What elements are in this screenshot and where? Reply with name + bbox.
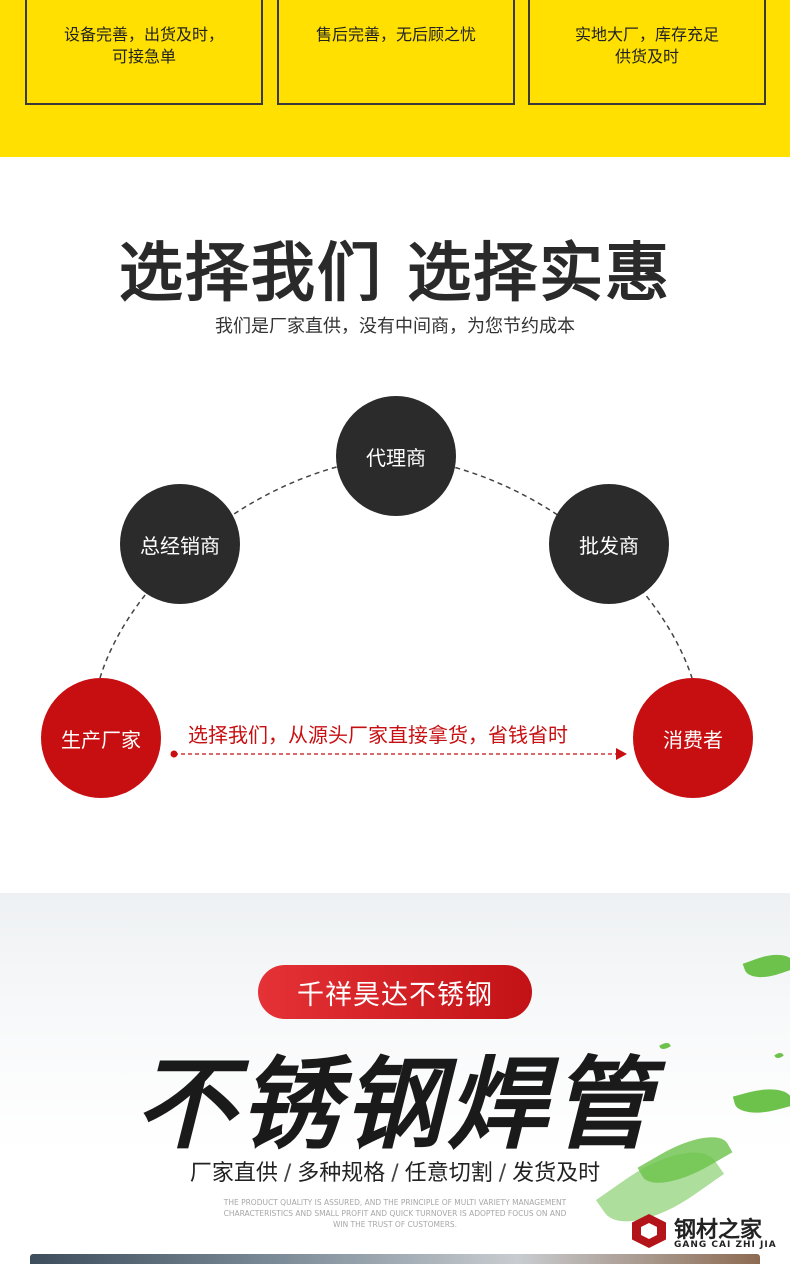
brand-name: 千祥昊达不锈钢 xyxy=(297,979,493,1011)
tagline-item: 发货及时 xyxy=(512,1161,601,1186)
cube-logo-icon xyxy=(632,1214,666,1248)
direct-supply-text: 选择我们，从源头厂家直接拿货，省钱省时 xyxy=(188,723,568,747)
leaf-decoration xyxy=(742,947,790,985)
node-label: 代理商 xyxy=(366,445,426,470)
section-title: 选择我们 选择实惠 xyxy=(118,237,672,311)
english-note-line: WIN THE TRUST OF CUSTOMERS. xyxy=(332,1220,458,1229)
feature-text-line1: 实地大厂，库存充足 xyxy=(574,25,719,44)
node-label: 消费者 xyxy=(663,727,723,752)
logo-name: 钢材之家 xyxy=(674,1218,763,1243)
node-agent: 代理商 xyxy=(336,396,456,516)
product-photo-edge xyxy=(30,1254,760,1264)
node-wholesaler: 批发商 xyxy=(549,484,669,604)
features-band: 设备完善，出货及时， 可接急单 售后完善，无后顾之忧 实地大厂，库存充足 供货及… xyxy=(0,0,790,157)
product-taglines: 厂家直供/多种规格/任意切割/发货及时 xyxy=(0,1155,790,1187)
tagline-separator: / xyxy=(498,1161,507,1186)
tagline-item: 厂家直供 xyxy=(189,1161,278,1186)
feature-card-equipment: 设备完善，出货及时， 可接急单 xyxy=(25,0,263,105)
tagline-separator: / xyxy=(391,1161,399,1186)
node-label: 批发商 xyxy=(579,533,639,558)
site-logo: 钢材之家 GANG CAI ZHI JIA xyxy=(632,1210,782,1254)
english-note-line: CHARACTERISTICS AND SMALL PROFIT AND QUI… xyxy=(223,1209,567,1218)
tagline-item: 任意切割 xyxy=(404,1161,493,1186)
feature-text-line1: 售后完善，无后顾之忧 xyxy=(315,25,476,44)
tagline-separator: / xyxy=(283,1161,292,1186)
section-subtitle: 我们是厂家直供，没有中间商，为您节约成本 xyxy=(215,316,575,337)
english-note-line: THE PRODUCT QUALITY IS ASSURED, AND THE … xyxy=(223,1198,567,1207)
logo-pinyin: GANG CAI ZHI JIA xyxy=(674,1240,777,1250)
brand-pill: 千祥昊达不锈钢 xyxy=(258,965,532,1019)
product-title: 不锈钢焊管 xyxy=(135,1046,655,1163)
node-consumer: 消费者 xyxy=(633,678,753,798)
node-distributor: 总经销商 xyxy=(120,484,240,604)
tagline-item: 多种规格 xyxy=(297,1161,386,1186)
feature-text-line1: 设备完善，出货及时， xyxy=(63,25,224,44)
node-manufacturer: 生产厂家 xyxy=(41,678,161,798)
node-label: 生产厂家 xyxy=(61,727,141,752)
arrow-head xyxy=(616,748,627,760)
english-note: THE PRODUCT QUALITY IS ASSURED, AND THE … xyxy=(215,1197,575,1230)
node-label: 总经销商 xyxy=(140,533,220,558)
product-banner: 千祥昊达不锈钢 不锈钢焊管 厂家直供/多种规格/任意切割/发货及时 THE PR… xyxy=(0,893,790,1264)
feature-card-aftersales: 售后完善，无后顾之忧 xyxy=(277,0,515,105)
feature-text-line2: 供货及时 xyxy=(614,47,679,66)
feature-text-line2: 可接急单 xyxy=(111,47,176,66)
feature-card-factory: 实地大厂，库存充足 供货及时 xyxy=(528,0,766,105)
arrow-start-dot xyxy=(170,750,178,758)
